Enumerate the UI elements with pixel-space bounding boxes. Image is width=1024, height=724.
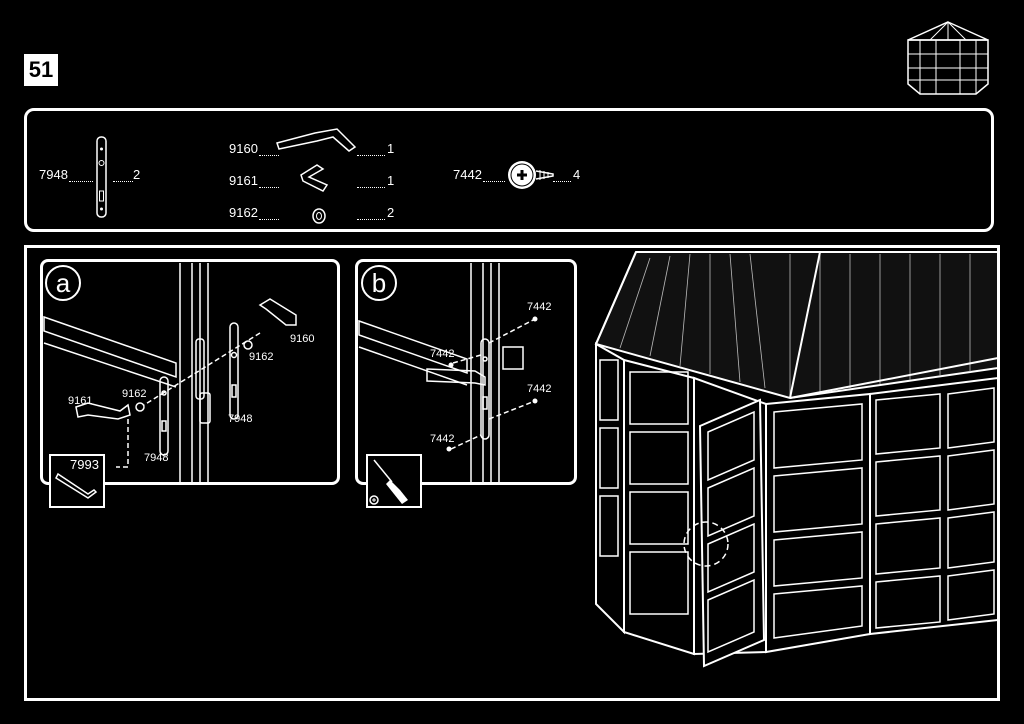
callout-7442-3: 7442 xyxy=(527,383,552,395)
hex-key-icon xyxy=(55,472,98,499)
tool-code-7993: 7993 xyxy=(70,457,99,472)
part-code-7948: 7948 xyxy=(39,167,68,182)
part-qty-9160: 1 xyxy=(387,141,395,156)
part-qty-9161: 1 xyxy=(387,173,395,188)
callout-7442-4: 7442 xyxy=(430,433,455,445)
part-qty-7948: 2 xyxy=(133,167,141,182)
part-code-9161: 9161 xyxy=(229,173,258,188)
part-qty-7442: 4 xyxy=(573,167,581,182)
callout-9160: 9160 xyxy=(290,333,315,345)
screwdriver-icon xyxy=(369,459,408,505)
gazebo-thumbnail-icon xyxy=(907,21,989,95)
tool-box-a xyxy=(49,454,105,508)
callout-7948-inner: 7948 xyxy=(144,452,169,464)
part-code-9160: 9160 xyxy=(229,141,258,156)
detail-b-label: b xyxy=(361,265,397,301)
callout-9162-outer: 9162 xyxy=(249,351,274,363)
part-code-7442: 7442 xyxy=(453,167,482,182)
detail-a-drawing xyxy=(43,263,297,483)
callout-9162-inner: 9162 xyxy=(122,388,147,400)
screw-icon xyxy=(508,161,554,189)
handle-plate-icon xyxy=(96,136,107,218)
callout-9161: 9161 xyxy=(68,395,93,407)
washer-icon xyxy=(312,208,326,224)
step-number: 51 xyxy=(24,54,58,86)
callout-7948-outer: 7948 xyxy=(228,413,253,425)
gazebo-illustration xyxy=(594,251,999,668)
detail-b-panel xyxy=(355,259,577,485)
tool-box-b xyxy=(366,454,422,508)
detail-b-drawing xyxy=(358,263,538,483)
lever-handle-icon xyxy=(300,164,329,192)
lever-handle-icon xyxy=(276,128,357,152)
callout-7442-1: 7442 xyxy=(527,301,552,313)
detail-a-label: a xyxy=(45,265,81,301)
part-qty-9162: 2 xyxy=(387,205,395,220)
part-code-9162: 9162 xyxy=(229,205,258,220)
parts-list-panel: 7948 2 9160 1 9161 1 9162 2 7442 4 xyxy=(24,108,994,232)
detail-a-panel xyxy=(40,259,340,485)
callout-7442-2: 7442 xyxy=(430,348,455,360)
